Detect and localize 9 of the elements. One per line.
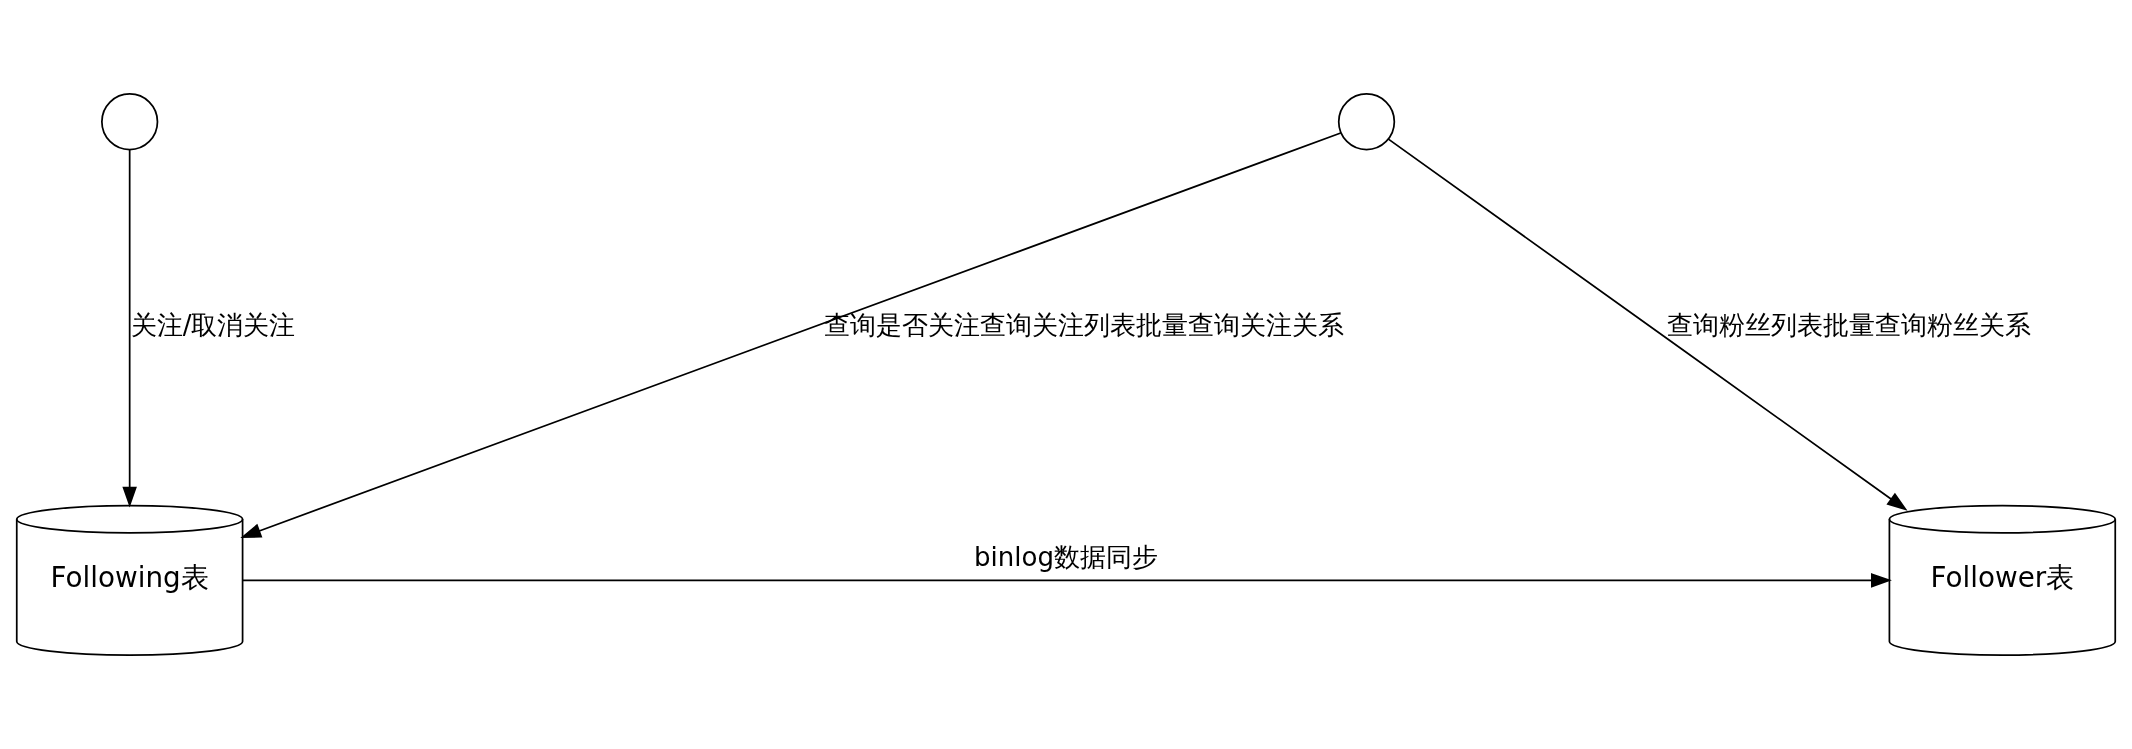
edge-label: 关注/取消关注 <box>130 309 296 340</box>
node-person <box>101 93 159 151</box>
arrow <box>122 149 137 508</box>
edge-label: binlog数据同步 <box>974 542 1158 573</box>
arrow <box>241 573 1892 588</box>
edge-label: 查询粉丝列表批量查询粉丝关系 <box>1666 309 2031 340</box>
node-person <box>1337 93 1396 151</box>
arrow <box>1387 138 1908 511</box>
arrow <box>240 132 1342 538</box>
